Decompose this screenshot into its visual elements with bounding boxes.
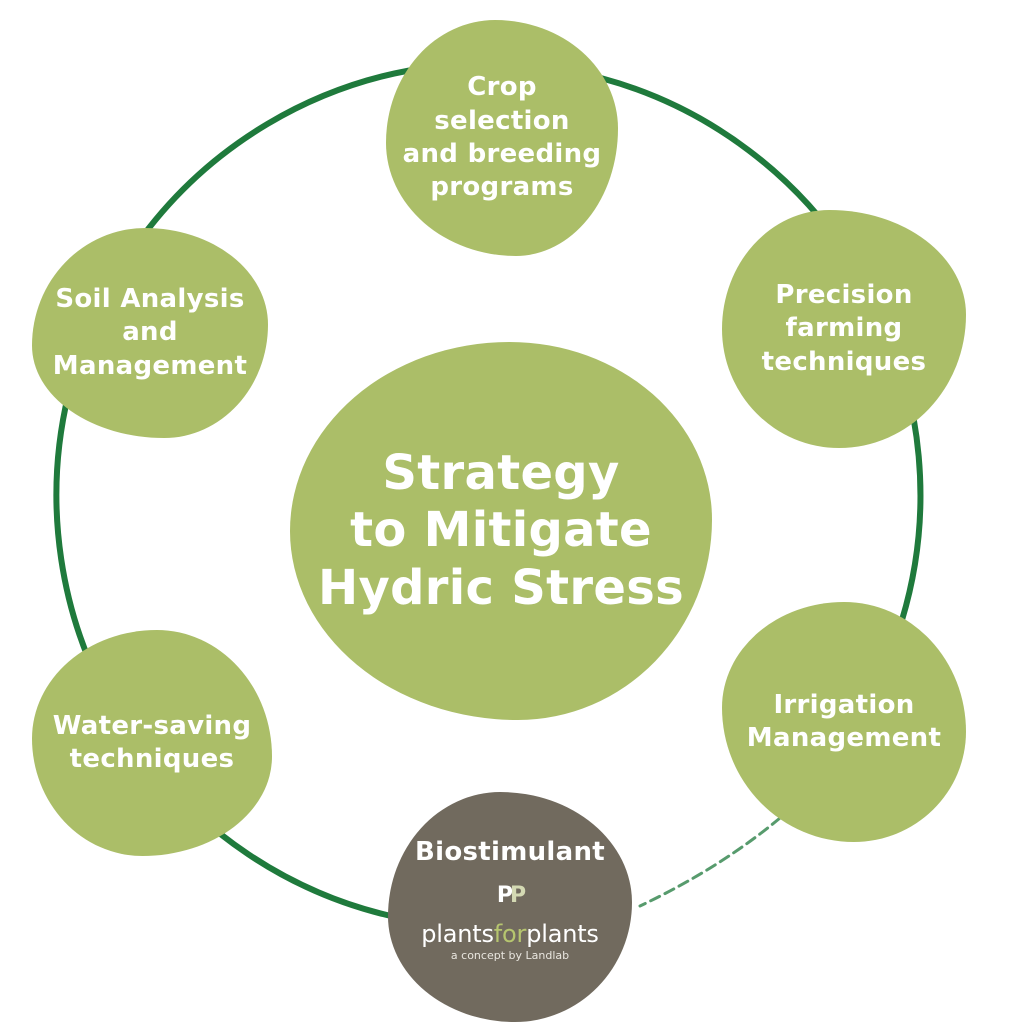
node-water-saving-label: Water-saving techniques (52, 710, 252, 774)
node-soil-analysis-label: Soil Analysis and Management (52, 284, 248, 381)
center-strategy-label: Strategy to Mitigate Hydric Stress (318, 444, 684, 616)
node-precision-farming-label: Precision farming techniques (761, 280, 927, 377)
brand-wordmark: plantsforplants (421, 920, 599, 948)
brand-word-accent: for (493, 920, 527, 949)
center-strategy-node: Strategy to Mitigate Hydric Stress (290, 342, 712, 720)
node-biostimulant-label: Biostimulant (414, 837, 605, 867)
node-precision-farming: Precision farming techniques (722, 210, 966, 448)
node-crop-selection-label: Crop selection and breeding programs (402, 72, 602, 203)
node-irrigation-management-label: Irrigation Management (746, 689, 942, 753)
node-soil-analysis: Soil Analysis and Management (32, 228, 268, 438)
node-irrigation-management: Irrigation Management (722, 602, 966, 842)
logo-mark-letter-b: P (510, 883, 526, 909)
node-water-saving: Water-saving techniques (32, 630, 272, 856)
node-crop-selection: Crop selection and breeding programs (386, 20, 618, 256)
ring-arc-dashed (638, 816, 782, 908)
node-biostimulant: Biostimulant PP plantsforplants a concep… (388, 792, 632, 1022)
logo-mark-letter-a: P (496, 883, 513, 909)
brand-tagline: a concept by Landlab (450, 949, 570, 963)
plantsforplants-logo-icon: PP (496, 883, 526, 909)
brand-word-part2: plants (526, 920, 599, 949)
brand-word-part1: plants (421, 920, 494, 949)
